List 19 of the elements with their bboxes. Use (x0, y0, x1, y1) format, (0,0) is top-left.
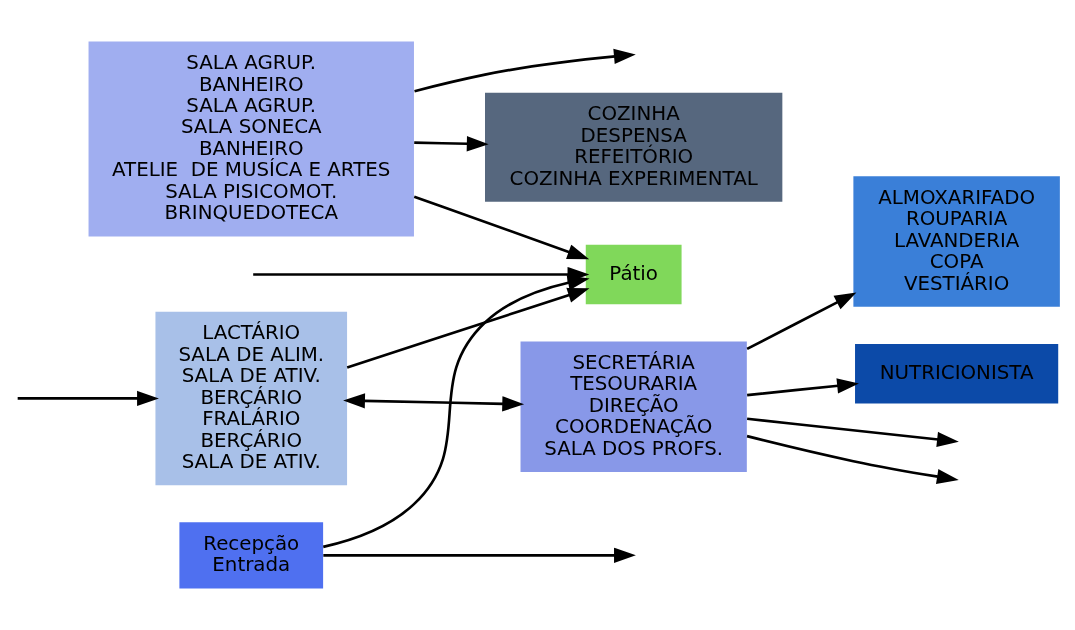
node-box: Recepção Entrada (179, 522, 324, 589)
arrow (747, 378, 859, 397)
node-box: SECRETÁRIA TESOURARIA DIREÇÃO COORDENAÇÃO SALA DOS PROFS. (520, 341, 747, 472)
node-box: Pátio (585, 244, 682, 305)
node-box: NUTRICIONISTA (855, 343, 1059, 404)
arrow (323, 547, 636, 563)
arrow (17, 390, 159, 407)
node-box: COZINHA DESPENSA REFEITÓRIO COZINHA EXPERIMENTAL (485, 92, 783, 202)
arrow (343, 393, 525, 412)
arrow (346, 287, 590, 369)
arrow (746, 434, 959, 485)
arrow (413, 195, 590, 260)
arrow (414, 136, 489, 152)
node-box: ALMOXARIFADO ROUPARIA LAVANDERIA COPA VESTIÁRIO (853, 176, 1060, 307)
node-box: LACTÁRIO SALA DE ALIM. SALA DE ATIV. BERÇÁRIO FRALÁRIO BERÇÁRIO SALA DE ATIV. (155, 311, 348, 486)
arrow (414, 48, 636, 93)
node-box: SALA AGRUP. BANHEIRO SALA AGRUP. SALA SONECA BANHEIRO ATELIE DE MUSÍCA E ARTES SALA PISICOMOT. BRINQUEDOTECA (88, 41, 414, 237)
arrow (747, 417, 959, 448)
arrow (746, 292, 857, 351)
